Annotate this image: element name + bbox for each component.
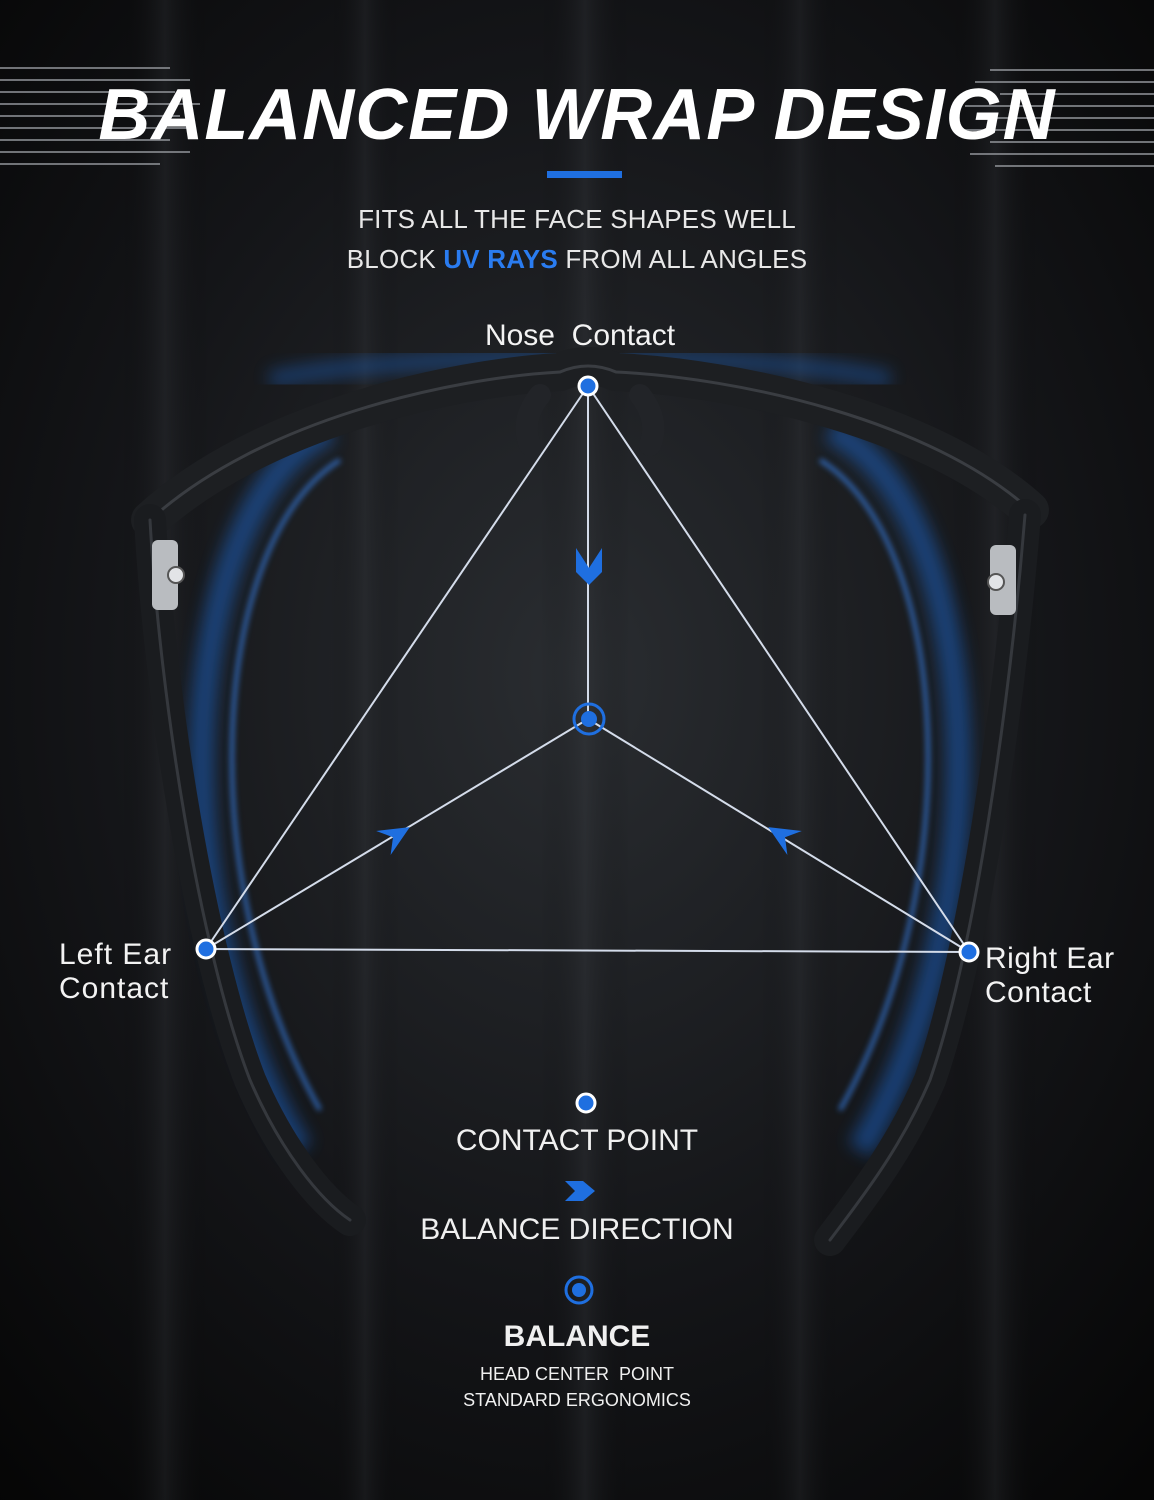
nose-contact-point-icon bbox=[577, 375, 599, 397]
nose-contact-label: Nose Contact bbox=[484, 319, 676, 352]
left-ear-contact-point-icon bbox=[195, 938, 217, 960]
hinge-icon-right bbox=[987, 545, 1016, 615]
sunglasses-frame bbox=[131, 347, 1049, 1256]
legend-balance-icon bbox=[564, 1275, 594, 1305]
title-underline bbox=[547, 171, 622, 178]
subtitle-line-2: BLOCK UV RAYS FROM ALL ANGLES bbox=[0, 244, 1154, 275]
speed-lines-left bbox=[0, 67, 200, 165]
speed-lines-right bbox=[960, 69, 1154, 167]
legend-contact-point-icon bbox=[575, 1092, 597, 1114]
subtitle-suffix: FROM ALL ANGLES bbox=[557, 244, 808, 274]
direction-arrow-icon-right bbox=[768, 827, 802, 855]
direction-arrow-icon-down bbox=[576, 548, 602, 585]
left-ear-label-line2: Contact bbox=[59, 972, 170, 1005]
left-ear-contact-label: Left Ear Contact bbox=[59, 938, 172, 1006]
legend-balance-direction-label: BALANCE DIRECTION bbox=[420, 1213, 734, 1246]
legend-balance-desc-1: HEAD CENTER POINT bbox=[479, 1364, 675, 1384]
uv-rays-highlight: UV RAYS bbox=[443, 244, 558, 274]
direction-arrow-icon-left bbox=[376, 827, 410, 855]
right-ear-label-line2: Contact bbox=[985, 976, 1092, 1009]
legend-balance-label: BALANCE bbox=[503, 1320, 651, 1353]
right-ear-contact-label: Right Ear Contact bbox=[985, 942, 1115, 1010]
page-title: BALANCED WRAP DESIGN bbox=[98, 75, 1056, 155]
subtitle-line-1: FITS ALL THE FACE SHAPES WELL bbox=[358, 204, 796, 234]
legend-balance-direction-icon bbox=[565, 1181, 595, 1201]
right-ear-label-line1: Right Ear bbox=[985, 942, 1115, 975]
legend-contact-point-label: CONTACT POINT bbox=[455, 1124, 699, 1157]
balance-center-icon bbox=[572, 702, 606, 736]
legend-balance-desc-2: STANDARD ERGONOMICS bbox=[463, 1390, 691, 1410]
subtitle-prefix: BLOCK bbox=[346, 244, 444, 274]
hinge-icon-left bbox=[152, 540, 185, 610]
right-ear-contact-point-icon bbox=[958, 941, 980, 963]
left-ear-label-line1: Left Ear bbox=[59, 938, 173, 971]
